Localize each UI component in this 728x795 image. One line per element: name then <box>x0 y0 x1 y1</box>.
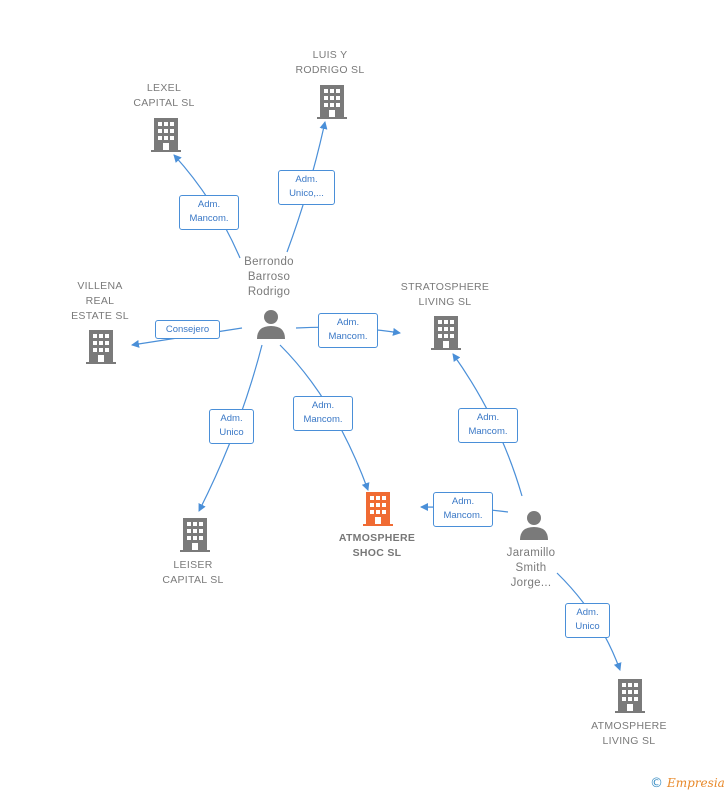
node-label-atmosphere-shoc[interactable]: ATMOSPHERE SHOC SL <box>338 532 416 559</box>
node-label-atmosphere-living[interactable]: ATMOSPHERE LIVING SL <box>591 720 667 747</box>
edge-label-berrondo-shoc: Adm. Mancom. <box>293 396 353 431</box>
building-icon <box>615 679 645 713</box>
copyright-icon: © <box>650 776 663 791</box>
node-label-stratosphere-living[interactable]: STRATOSPHERE LIVING SL <box>400 281 490 308</box>
node-label-jaramillo-smith-jorge[interactable]: Jaramillo Smith Jorge... <box>506 547 556 589</box>
building-icon <box>317 85 347 119</box>
building-icon <box>431 316 461 350</box>
edge-label-berrondo-lexel: Adm. Mancom. <box>179 195 239 230</box>
edge-label-jaramillo-living: Adm. Unico <box>565 603 610 638</box>
node-label-lexel-capital[interactable]: LEXEL CAPITAL SL <box>133 82 195 109</box>
building-icon <box>86 330 116 364</box>
edge-label-berrondo-leiser: Adm. Unico <box>209 409 254 444</box>
building-icon <box>180 518 210 552</box>
node-label-leiser-capital[interactable]: LEISER CAPITAL SL <box>162 559 224 586</box>
person-icon <box>520 511 548 540</box>
node-label-berrondo-barroso-rodrigo[interactable]: Berrondo Barroso Rodrigo <box>244 256 294 298</box>
building-icon-highlighted <box>363 492 393 526</box>
edge-label-jaramillo-shoc: Adm. Mancom. <box>433 492 493 527</box>
person-icon <box>257 310 285 339</box>
node-label-luis-y-rodrigo[interactable]: LUIS Y RODRIGO SL <box>295 49 365 76</box>
edge-label-berrondo-villena: Consejero <box>155 320 220 339</box>
edge-label-berrondo-stratosphere: Adm. Mancom. <box>318 313 378 348</box>
brand-logo-text: Empresia <box>667 776 725 790</box>
node-label-villena-real-estate[interactable]: VILLENA REAL ESTATE SL <box>71 280 129 322</box>
edge-label-berrondo-luis: Adm. Unico,... <box>278 170 335 205</box>
edge-label-jaramillo-stratosphere: Adm. Mancom. <box>458 408 518 443</box>
building-icon <box>151 118 181 152</box>
brand-footer[interactable]: © Empresia <box>650 776 725 791</box>
